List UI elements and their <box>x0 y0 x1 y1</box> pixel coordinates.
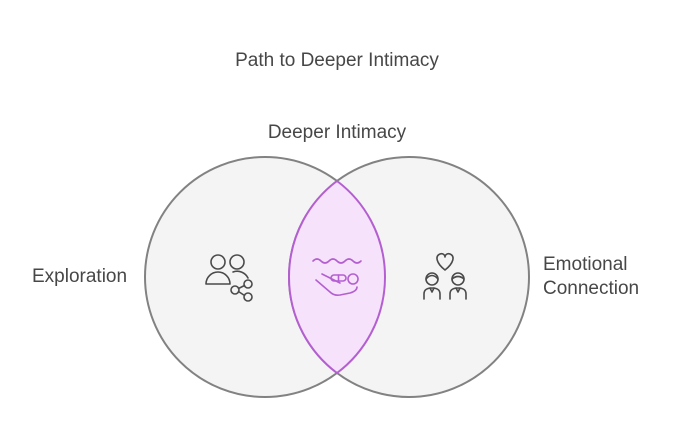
overlap-label: Deeper Intimacy <box>267 122 407 143</box>
hand-offering-pills-icon <box>312 258 362 296</box>
overlap-region <box>288 157 386 397</box>
right-circle-label-line1: Emotional <box>543 254 628 275</box>
right-circle-label: Emotional Connection <box>543 253 639 301</box>
couple-heart-icon <box>423 252 467 300</box>
diagram-title: Path to Deeper Intimacy <box>235 50 439 71</box>
left-circle-label: Exploration <box>32 266 128 287</box>
right-circle-label-line2: Connection <box>543 278 640 299</box>
people-share-icon <box>205 254 253 302</box>
